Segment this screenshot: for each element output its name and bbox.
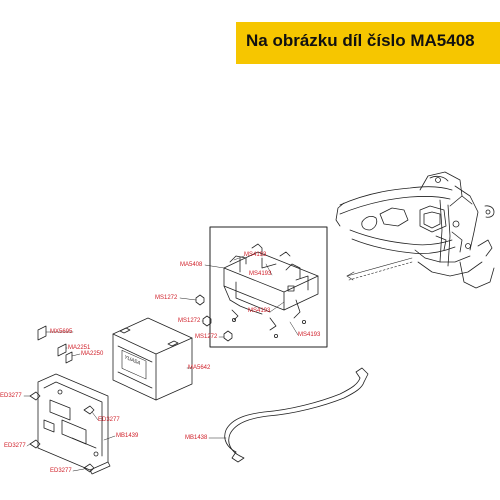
- battery: [112, 317, 193, 401]
- title-banner: Na obrázku díl číslo MA5408: [236, 22, 500, 64]
- mounting-bracket: [37, 373, 111, 475]
- label-ms1272-b: MS1272: [178, 318, 201, 324]
- battery-cable: [224, 367, 369, 463]
- detail-box: [209, 226, 328, 348]
- label-ms4193-d: MS4193: [298, 332, 321, 338]
- label-mb1438: MB1438: [185, 435, 208, 441]
- small-parts: [29, 325, 95, 473]
- label-ma5642: MA5642: [188, 365, 211, 371]
- label-ma5408: MA5408: [180, 262, 203, 268]
- title-text: Na obrázku díl číslo MA5408: [246, 31, 475, 50]
- label-ms1272-c: MS1272: [195, 334, 218, 340]
- label-ed3277-d: ED3277: [50, 468, 72, 474]
- label-ms4193-a: MS4193: [244, 252, 267, 258]
- label-mx5695: MX5695: [50, 329, 73, 335]
- label-ms4193-c: MS4193: [248, 308, 271, 314]
- leader-lines: [23, 255, 299, 472]
- label-ms1272-a: MS1272: [155, 295, 178, 301]
- label-ed3277-a: ED3277: [0, 393, 22, 399]
- bolts: [195, 294, 306, 342]
- label-ma2251: MA2251: [68, 345, 91, 351]
- label-ed3277-c: ED3277: [4, 443, 26, 449]
- motorcycle-frame: [335, 171, 495, 289]
- battery-holder: [223, 243, 319, 331]
- label-ms4193-b: MS4193: [249, 271, 272, 277]
- label-ed3277-b: ED3277: [98, 417, 120, 423]
- label-ma2250: MA2250: [81, 351, 104, 357]
- label-mb1439: MB1439: [116, 433, 139, 439]
